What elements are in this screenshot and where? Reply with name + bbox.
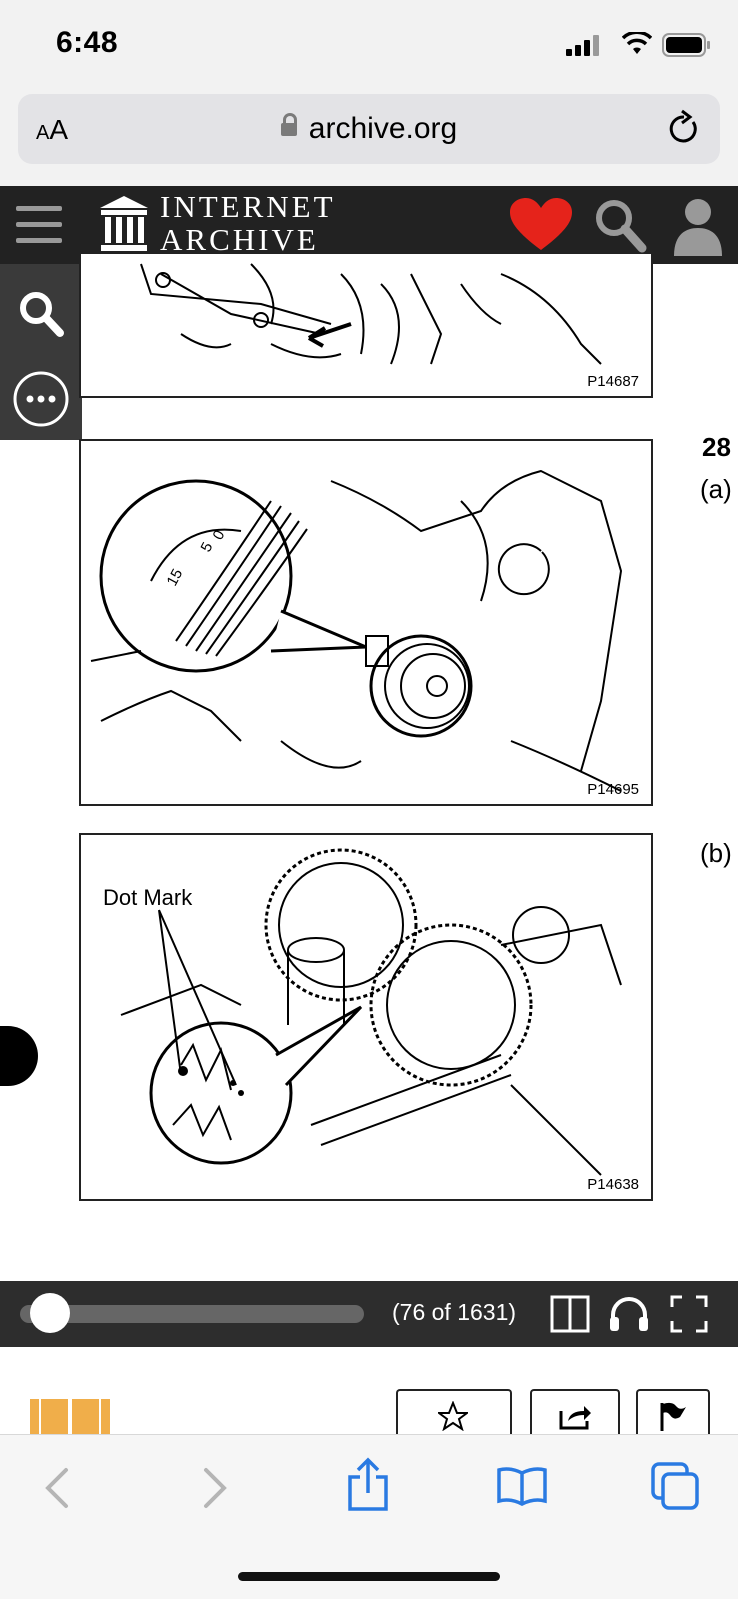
figure-caption: P14638 [587, 1176, 639, 1193]
reload-icon[interactable] [666, 108, 702, 148]
share-button[interactable] [530, 1389, 620, 1439]
figure-caption: P14687 [587, 373, 639, 390]
flag-icon [660, 1402, 686, 1431]
crankshaft-pulley-illustration: 15 5 0 [90, 469, 623, 792]
item-actions-row [0, 1347, 738, 1439]
battery-icon [662, 33, 710, 57]
user-account-icon[interactable] [672, 196, 724, 256]
reader-toolbar: (76 of 1631) [0, 1281, 738, 1347]
figure-p14638: Dot Mark P14638 [79, 833, 653, 1201]
browser-address-area: AA archive.org [0, 92, 738, 186]
figure-p14687: P14687 [79, 254, 653, 398]
favorite-button[interactable] [396, 1389, 512, 1439]
url-host[interactable]: archive.org [18, 112, 720, 146]
site-logo-text[interactable]: INTERNET ARCHIVE [160, 190, 336, 256]
cellular-signal-icon [566, 35, 599, 56]
page-slider-handle[interactable] [29, 1293, 70, 1333]
forward-chevron-icon[interactable] [202, 1467, 228, 1509]
star-icon [438, 1401, 468, 1431]
page-indicator: (76 of 1631) [392, 1299, 517, 1325]
more-options-icon[interactable] [12, 370, 70, 428]
sub-step-a: (a) [700, 474, 732, 504]
hamburger-menu-icon[interactable] [16, 204, 62, 244]
url-host-text: archive.org [308, 112, 458, 145]
status-time: 6:48 [56, 26, 119, 59]
sub-step-b: (b) [700, 838, 732, 868]
status-bar: 6:48 [0, 0, 738, 92]
fullscreen-icon[interactable] [670, 1295, 708, 1333]
two-page-view-icon[interactable] [550, 1295, 590, 1333]
timing-mark-15: 15 [164, 566, 187, 589]
home-indicator[interactable] [238, 1572, 500, 1581]
back-chevron-icon[interactable] [44, 1467, 70, 1509]
read-aloud-headphones-icon[interactable] [608, 1295, 650, 1333]
share-icon [559, 1406, 591, 1430]
donate-heart-icon[interactable] [510, 198, 572, 252]
figure-caption: P14695 [587, 781, 639, 798]
site-header: INTERNET ARCHIVE [0, 186, 738, 264]
address-bar[interactable]: AA archive.org [18, 94, 720, 164]
archive-logo-icon[interactable] [98, 194, 150, 252]
side-utility-panel [0, 264, 82, 440]
step-number: 28 [702, 432, 731, 462]
page-slider-track[interactable] [20, 1305, 364, 1323]
previous-page-handle[interactable] [0, 1026, 38, 1086]
logo-line-2: ARCHIVE [160, 222, 319, 257]
text-size-button[interactable]: AA [36, 114, 69, 145]
engine-illustration [140, 263, 602, 365]
lock-icon [280, 113, 297, 136]
bookmarks-icon[interactable] [496, 1465, 548, 1507]
search-inside-icon[interactable] [16, 288, 66, 338]
timing-gear-illustration [120, 848, 622, 1176]
search-icon[interactable] [594, 198, 648, 254]
logo-line-1: INTERNET [160, 189, 336, 224]
book-icon [30, 1399, 110, 1437]
tabs-icon[interactable] [650, 1461, 702, 1511]
wifi-icon [622, 32, 652, 54]
dot-mark-label: Dot Mark [103, 885, 193, 910]
figure-p14695: 15 5 0 P14695 [79, 439, 653, 806]
browser-toolbar [0, 1434, 738, 1599]
share-sheet-icon[interactable] [346, 1457, 390, 1513]
book-page-viewer[interactable]: P14687 15 5 0 P14695 Dot Mark [0, 254, 738, 1281]
flag-button[interactable] [636, 1389, 710, 1439]
